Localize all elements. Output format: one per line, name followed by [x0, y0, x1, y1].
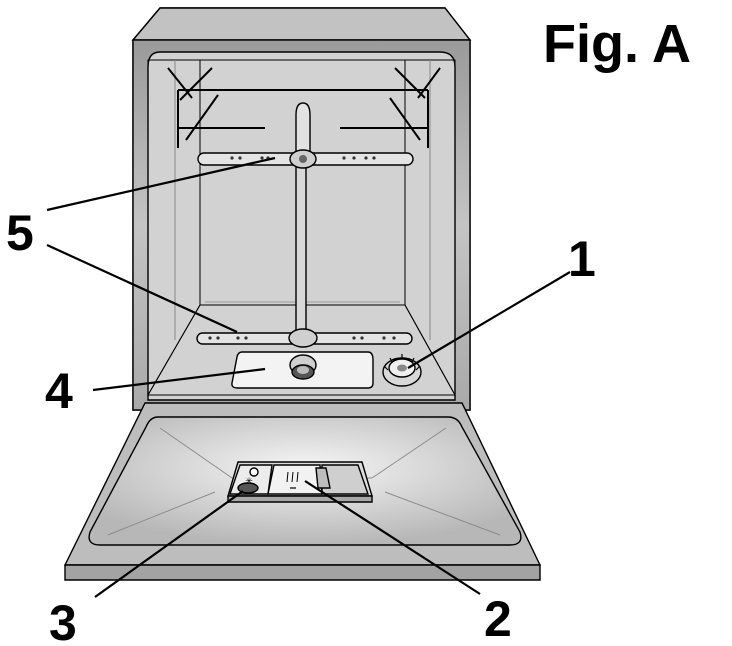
- callout-label-4: 4: [45, 363, 73, 419]
- upper-spray-arm: [197, 149, 414, 169]
- callout-leaders: [46, 156, 571, 598]
- leader-5b: [46, 243, 238, 334]
- callout-label-3: 3: [49, 595, 77, 646]
- leader-4: [92, 367, 266, 392]
- figure-title: Fig. A: [543, 14, 691, 74]
- callout-label-5: 5: [6, 205, 34, 261]
- leader-5a: [46, 156, 276, 212]
- leader-3: [94, 490, 244, 598]
- lower-spray-arm: [196, 328, 413, 348]
- upper-rack-rails: [167, 67, 441, 148]
- svg-text:✳: ✳: [245, 477, 253, 487]
- leader-1: [407, 271, 571, 369]
- detergent-dispenser: ✳: [227, 461, 373, 503]
- callout-label-1: 1: [568, 231, 596, 287]
- leader-2: [304, 480, 481, 595]
- callout-label-2: 2: [484, 591, 512, 646]
- filter-assembly: [231, 351, 374, 389]
